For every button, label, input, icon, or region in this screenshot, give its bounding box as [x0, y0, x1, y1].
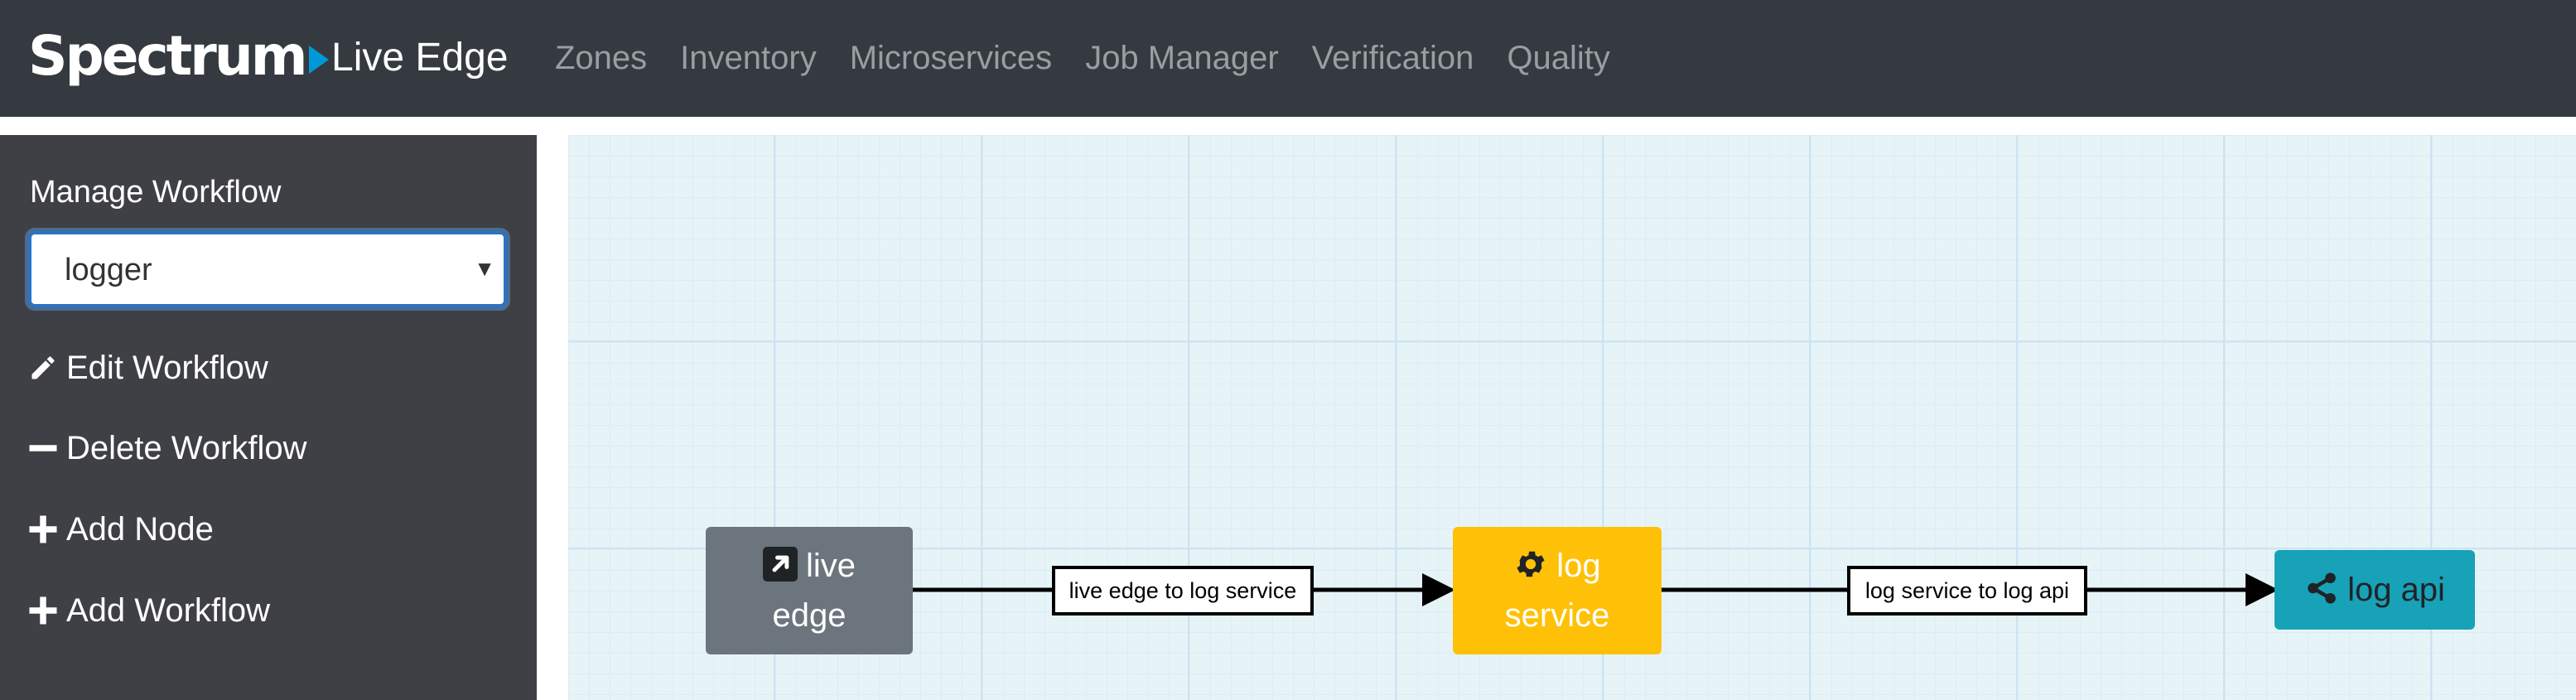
workflow-select[interactable]: logger ▼	[28, 231, 507, 307]
workflow-select-value: logger	[65, 253, 152, 287]
add-workflow-label: Add Workflow	[66, 591, 271, 629]
nav-link-inventory[interactable]: Inventory	[680, 40, 817, 76]
node-label-line1: log	[1556, 548, 1601, 584]
nav-link-verification[interactable]: Verification	[1311, 40, 1474, 76]
delete-workflow-label: Delete Workflow	[66, 429, 307, 466]
plus-icon	[29, 596, 57, 625]
node-label: live edge	[762, 541, 856, 640]
workflow-sidebar: Manage Workflow logger ▼ Edit Workflow D…	[0, 135, 537, 700]
nav-links: Zones Inventory Microservices Job Manage…	[555, 33, 1643, 83]
add-node-label: Add Node	[66, 510, 214, 548]
nav-link-microservices[interactable]: Microservices	[849, 40, 1053, 76]
plus-icon	[29, 515, 57, 543]
logo-arrow-icon	[308, 46, 329, 74]
nav-link-job-manager[interactable]: Job Manager	[1085, 40, 1279, 76]
node-label-text: log api	[2347, 572, 2445, 608]
node-label: log api	[2304, 565, 2445, 615]
node-label-line1: live	[805, 548, 856, 584]
external-link-icon	[762, 547, 798, 582]
brand-logo[interactable]: Spectrum	[28, 23, 329, 89]
nav-link-zones[interactable]: Zones	[555, 40, 648, 76]
node-log-service[interactable]: log service	[1453, 527, 1662, 654]
node-log-api[interactable]: log api	[2275, 550, 2475, 630]
nav-link-quality[interactable]: Quality	[1507, 40, 1610, 76]
top-navbar: Spectrum Live Edge Zones Inventory Micro…	[0, 0, 2576, 117]
edge-label[interactable]: log service to log api	[1847, 566, 2087, 616]
edge-label[interactable]: live edge to log service	[1052, 566, 1314, 616]
caret-down-icon: ▼	[474, 256, 495, 281]
gear-icon	[1517, 551, 1545, 577]
share-icon	[2308, 572, 2336, 604]
workflow-canvas[interactable]: live edge to log service log service to …	[568, 135, 2576, 700]
delete-workflow-button[interactable]: Delete Workflow	[28, 425, 306, 471]
add-workflow-button[interactable]: Add Workflow	[28, 587, 270, 634]
edit-workflow-label: Edit Workflow	[66, 349, 268, 386]
pencil-icon	[31, 356, 55, 379]
node-live-edge[interactable]: live edge	[706, 527, 913, 654]
logo-text: Spectrum	[28, 24, 308, 88]
node-label-line2: edge	[772, 597, 847, 634]
app-title[interactable]: Live Edge	[331, 36, 509, 80]
node-label-line2: service	[1504, 597, 1610, 634]
node-label: log service	[1505, 541, 1610, 640]
sidebar-title: Manage Workflow	[30, 175, 282, 210]
minus-icon	[29, 445, 57, 451]
add-node-button[interactable]: Add Node	[28, 506, 214, 553]
edit-workflow-button[interactable]: Edit Workflow	[28, 345, 268, 391]
